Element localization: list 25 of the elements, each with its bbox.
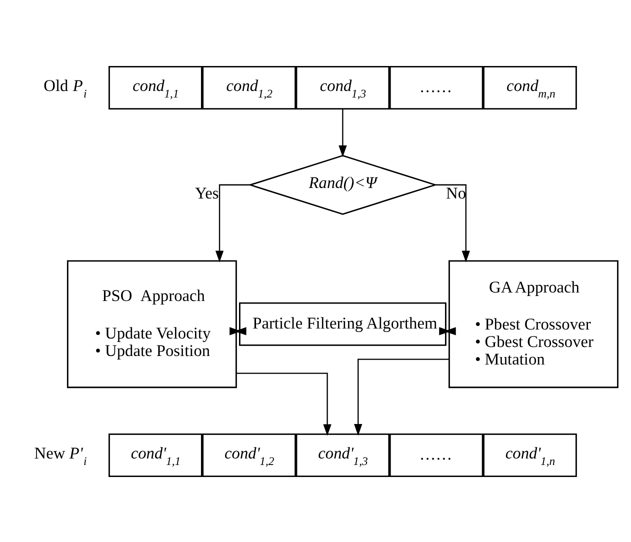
node-box: cond$_{1,1}$ — [108, 65, 202, 110]
node-box: cond'$_{1,n}$ — [483, 432, 577, 477]
node-box: cond$_{1,2}$ — [202, 65, 296, 110]
node-box: cond'$_{1,1}$ — [108, 432, 202, 477]
label: Old P$_{i}$ — [44, 75, 87, 100]
node-box: PSO Approach • Update Velocity • Update Position — [66, 260, 237, 388]
edge-label: Yes — [194, 182, 219, 202]
arrow — [338, 108, 347, 157]
node-box: cond$_{m,n}$ — [483, 65, 577, 110]
arrow — [230, 326, 246, 335]
arrow — [435, 184, 470, 262]
node-box: …… — [389, 432, 484, 477]
arrow — [236, 372, 332, 436]
node-box: cond'$_{1,3}$ — [296, 432, 390, 477]
label: New P'$_{i}$ — [34, 442, 87, 468]
node-box: cond$_{1,3}$ — [296, 65, 390, 110]
node-box: Particle Filtering Algorthem — [239, 302, 446, 346]
edge-label: No — [446, 182, 466, 202]
node-diamond: Rand()<Ψ — [248, 154, 438, 214]
arrow — [439, 326, 456, 335]
node-box: GA Approach • Pbest Crossover • Gbest Crossover • Mutation — [448, 260, 618, 388]
arrow — [215, 184, 250, 262]
node-box: cond'$_{1,2}$ — [202, 432, 296, 477]
node-box: …… — [389, 65, 484, 110]
arrow — [354, 358, 449, 436]
